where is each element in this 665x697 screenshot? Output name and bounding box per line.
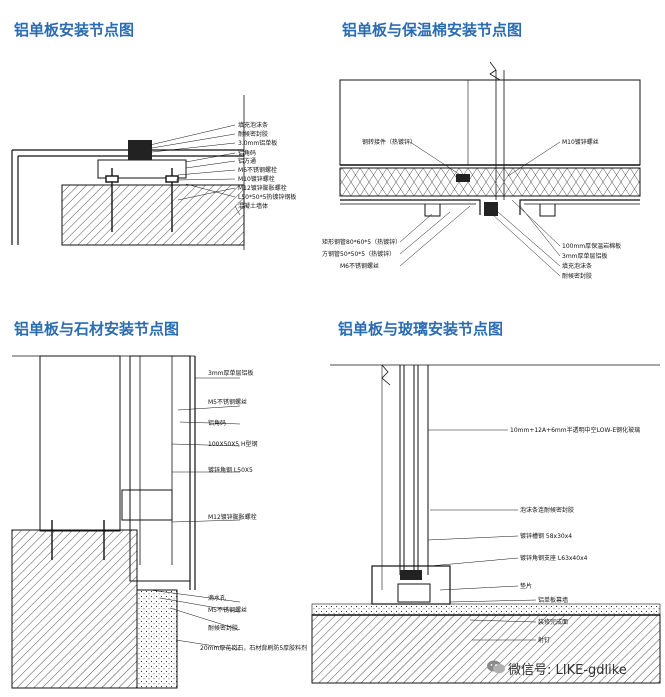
d3-label: 铝角码 bbox=[208, 419, 226, 427]
d4-label: 镀锌槽钢 58x30x4 bbox=[520, 532, 572, 540]
d3-label: 镀锌角钢 L50X5 bbox=[208, 466, 253, 474]
floor-slab bbox=[311, 614, 661, 684]
d4-label: 镀锌角钢支座 L63x40x4 bbox=[520, 554, 588, 562]
watermark-text: 微信号: LIKE-gdlike bbox=[508, 663, 627, 678]
title-aluminum-panel: 铝单板安装节点图 bbox=[14, 21, 135, 39]
d3-labels: 3mm厚单层铝板 M5不锈钢螺丝 铝角码 100X50X5 H型钢 镀锌角钢 L… bbox=[200, 369, 307, 652]
d1-label: 填充泡沫条 bbox=[238, 121, 268, 129]
diagram-aluminum-glass bbox=[311, 364, 661, 684]
d4-labels: 10mm+12A+6mm半透明中空LOW-E钢化玻璃 泡沫条连耐候密封胶 镀锌槽… bbox=[510, 426, 640, 644]
d1-label: 铝角码 bbox=[238, 149, 256, 157]
d4-label: 铝单板幕墙 bbox=[538, 596, 568, 604]
diagram-aluminum-panel bbox=[11, 95, 245, 250]
insulation-wool bbox=[339, 167, 641, 197]
d2-label: 耐候密封胶 bbox=[562, 272, 592, 280]
d1-label: 铝方通 bbox=[238, 157, 256, 165]
finish-layer bbox=[311, 603, 661, 616]
d3-label: M12镀锌膨胀螺栓 bbox=[208, 513, 257, 521]
d4-label: 射钉 bbox=[538, 636, 550, 644]
wechat-icon bbox=[487, 660, 505, 674]
d2-label: 钢转接件（热镀锌） bbox=[362, 138, 416, 146]
d3-label: M5不锈钢螺丝 bbox=[208, 606, 247, 614]
aluminum-panel bbox=[11, 149, 135, 245]
d2-label: 100mm厚保温岩棉板 bbox=[562, 242, 621, 250]
d2-label: M10镀锌螺丝 bbox=[562, 138, 599, 146]
glass-pane bbox=[399, 365, 429, 575]
sealant-joint bbox=[128, 140, 152, 160]
d1-label: 耐候密封胶 bbox=[238, 130, 268, 138]
anchor-bolts bbox=[105, 168, 179, 232]
sealant-joint bbox=[484, 202, 498, 216]
granite-stone bbox=[136, 589, 178, 689]
d3-label: M5不锈钢螺丝 bbox=[208, 398, 247, 406]
d4-label: 10mm+12A+6mm半透明中空LOW-E钢化玻璃 bbox=[510, 426, 640, 434]
d4-label: 泡沫条连耐候密封胶 bbox=[520, 506, 574, 514]
d1-label: M6不锈钢螺栓 bbox=[238, 166, 277, 174]
d2-label: 矩形钢管80*60*5（热镀锌） bbox=[322, 238, 401, 246]
title-aluminum-stone: 铝单板与石材安装节点图 bbox=[14, 320, 180, 338]
title-aluminum-glass: 铝单板与玻璃安装节点图 bbox=[338, 320, 504, 338]
diagram-aluminum-insulation bbox=[339, 61, 641, 277]
d2-label: M6不锈钢螺丝 bbox=[340, 262, 379, 270]
d2-label: 填充泡沫条 bbox=[562, 262, 592, 270]
d3-label: 20mm厚花岗石，石材背刷防5厚胶料剂 bbox=[200, 644, 307, 652]
d2-label: 3mm厚单层铝板 bbox=[562, 252, 608, 260]
d1-label: M12镀锌膨胀螺栓 bbox=[238, 184, 287, 192]
h-steel bbox=[129, 355, 191, 582]
d1-label: L50*50*5热镀锌钢板 bbox=[238, 193, 296, 201]
d4-label: 垫片 bbox=[520, 582, 532, 590]
concrete-wall bbox=[61, 184, 245, 246]
d1-label: 混凝土墙体 bbox=[238, 202, 268, 210]
d3-label: 3mm厚单层铝板 bbox=[208, 369, 254, 377]
concrete-wall bbox=[11, 529, 138, 689]
d2-labels: 钢转接件（热镀锌） 矩形钢管80*60*5（热镀锌） 方钢管50*50*5（热镀… bbox=[322, 138, 621, 280]
d1-label: 3.0mm铝单板 bbox=[238, 139, 277, 147]
title-aluminum-insulation: 铝单板与保温棉安装节点图 bbox=[342, 21, 523, 39]
d3-label: 100X50X5 H型钢 bbox=[208, 440, 258, 448]
diagram-aluminum-stone bbox=[11, 355, 241, 689]
d3-label: 耐候密封胶 bbox=[208, 624, 238, 632]
d2-label: 方钢管50*50*5（热镀锌） bbox=[322, 250, 395, 258]
d4-label: 装修完成面 bbox=[538, 618, 568, 626]
d1-labels: 填充泡沫条 耐候密封胶 3.0mm铝单板 铝角码 铝方通 M6不锈钢螺栓 M10… bbox=[238, 121, 296, 210]
d1-label: M10镀锌螺栓 bbox=[238, 175, 275, 183]
aluminum-panel bbox=[340, 199, 640, 215]
d3-label: 滴水孔 bbox=[208, 594, 226, 602]
